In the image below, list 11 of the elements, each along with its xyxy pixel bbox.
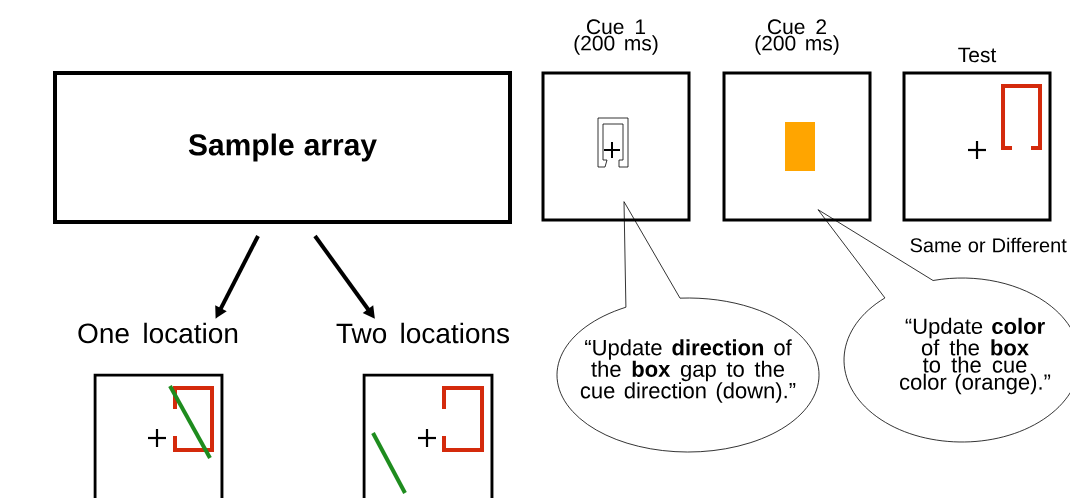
frame-heading: Two locations — [336, 322, 510, 344]
frame-heading: Cue 2 (200 ms) — [755, 19, 839, 55]
frame-heading: Test — [958, 47, 997, 63]
bubble-tail — [623, 201, 681, 308]
frame-heading: One location — [78, 322, 238, 344]
response-label: Same or Different — [910, 237, 1067, 253]
bubble-text: “Update direction of the box gap to the cue direction (down).” — [580, 339, 796, 403]
title-box: Sample array — [53, 71, 512, 224]
bubble-text: “Update color of the box to the cue color (orange).” — [900, 317, 1051, 395]
frame-heading: Cue 1 (200 ms) — [574, 19, 658, 55]
bubble-tail — [817, 209, 934, 299]
